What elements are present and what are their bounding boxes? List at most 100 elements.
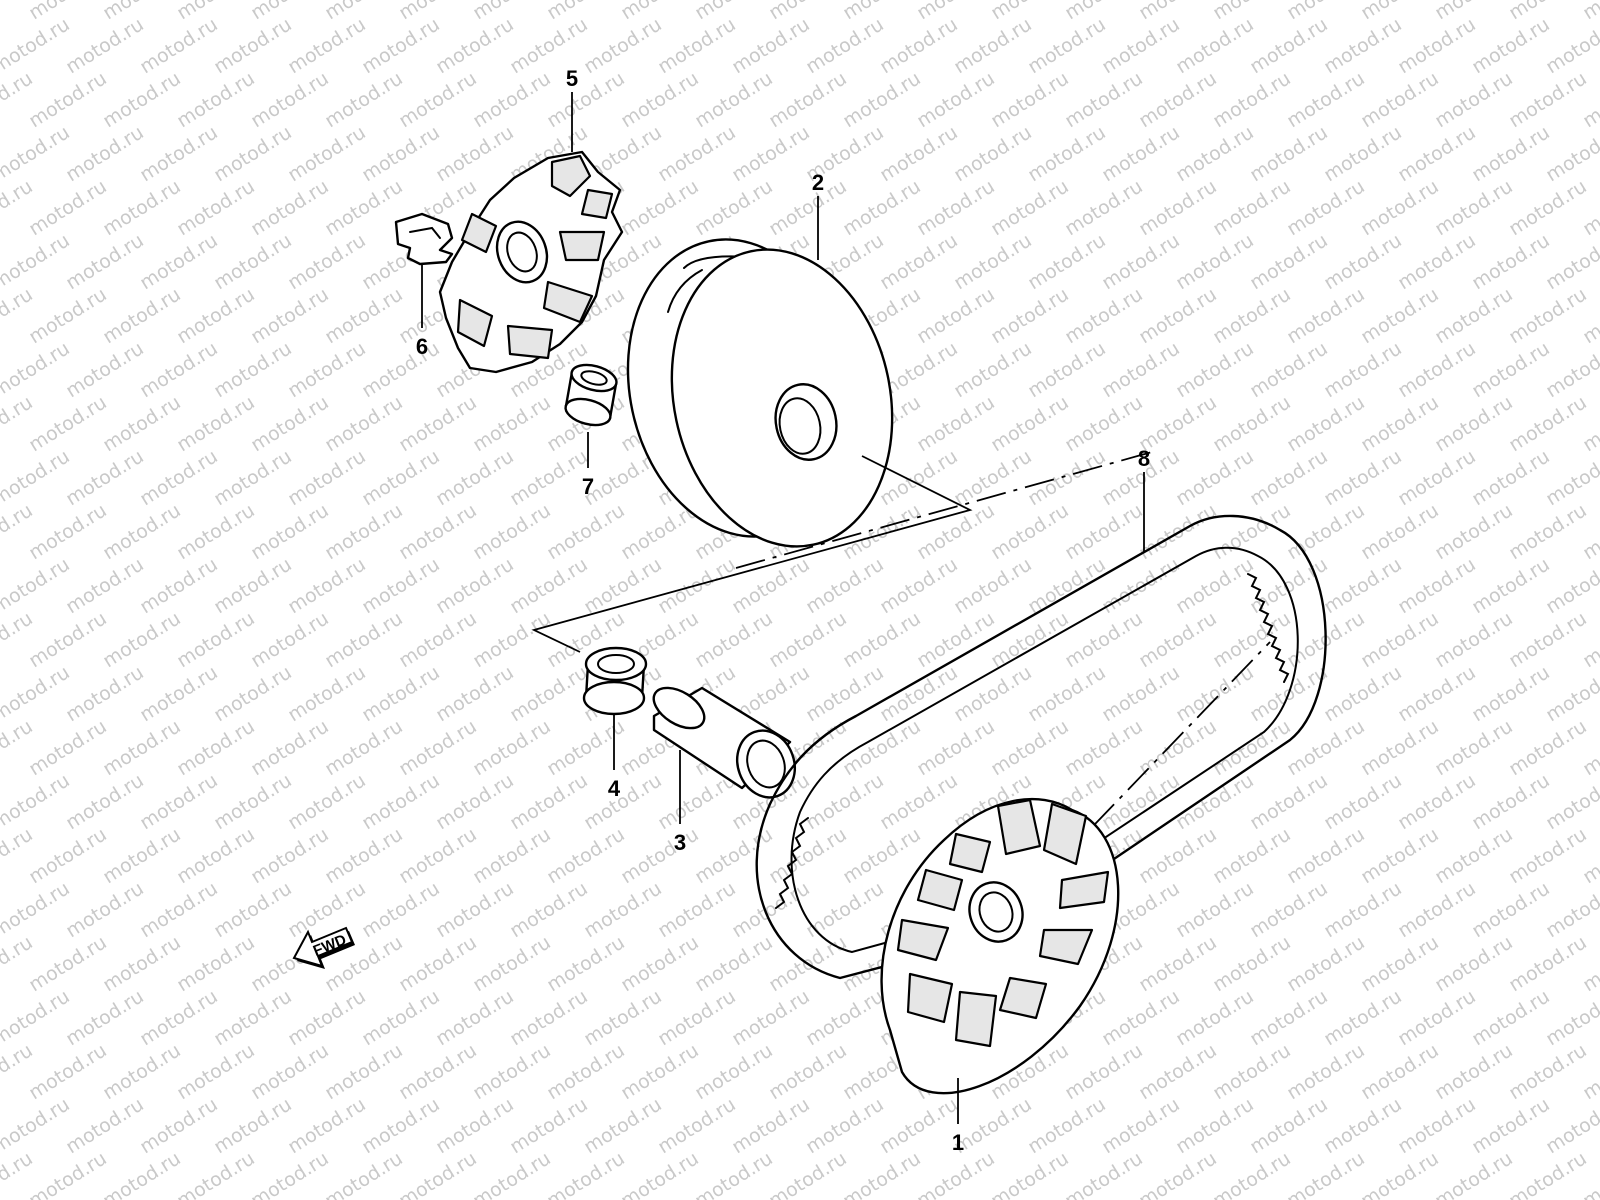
watermark-text: motod.ru xyxy=(1357,0,1443,24)
watermark-text: motod.ru xyxy=(1505,715,1591,780)
watermark-text: motod.ru xyxy=(395,1039,481,1104)
watermark-text: motod.ru xyxy=(62,1093,148,1158)
watermark-text: motod.ru xyxy=(839,607,925,672)
watermark-text: motod.ru xyxy=(765,823,851,888)
watermark-text: motod.ru xyxy=(543,67,629,132)
watermark-text: motod.ru xyxy=(1061,715,1147,780)
watermark-text: motod.ru xyxy=(469,715,555,780)
watermark-text: motod.ru xyxy=(1431,607,1517,672)
watermark-text: motod.ru xyxy=(99,607,185,672)
watermark-text: motod.ru xyxy=(691,931,777,996)
watermark-text: motod.ru xyxy=(1505,931,1591,996)
watermark-text: motod.ru xyxy=(1505,1039,1591,1104)
watermark-text: motod.ru xyxy=(395,499,481,564)
part-6-slide-piece xyxy=(394,212,454,266)
watermark-text: motod.ru xyxy=(1357,391,1443,456)
callout-5: 5 xyxy=(566,66,578,91)
watermark-text: motod.ru xyxy=(321,67,407,132)
watermark-text: motod.ru xyxy=(321,607,407,672)
watermark-text: motod.ru xyxy=(136,553,222,618)
watermark-text: motod.ru xyxy=(765,175,851,240)
watermark-text: motod.ru xyxy=(1283,0,1369,24)
watermark-text: motod.ru xyxy=(62,985,148,1050)
watermark-text: motod.ru xyxy=(506,13,592,78)
part-1-fixed-drive-face xyxy=(880,797,1120,1095)
watermark-text: motod.ru xyxy=(1283,931,1369,996)
watermark-text: motod.ru xyxy=(876,661,962,726)
watermark-text: motod.ru xyxy=(210,553,296,618)
watermark-text: motod.ru xyxy=(173,67,259,132)
watermark-text: motod.ru xyxy=(1209,391,1295,456)
callout-7: 7 xyxy=(582,474,594,499)
watermark-text: motod.ru xyxy=(1024,661,1110,726)
watermark-text: motod.ru xyxy=(173,823,259,888)
watermark-text: motod.ru xyxy=(210,985,296,1050)
watermark-text: motod.ru xyxy=(210,229,296,294)
watermark-text: motod.ru xyxy=(802,985,888,1050)
watermark-text: motod.ru xyxy=(506,985,592,1050)
watermark-text: motod.ru xyxy=(1246,985,1332,1050)
watermark-text: motod.ru xyxy=(839,0,925,24)
watermark-text: motod.ru xyxy=(1024,1093,1110,1158)
watermark-text: motod.ru xyxy=(1135,67,1221,132)
watermark-text: motod.ru xyxy=(802,1093,888,1158)
watermark-text: motod.ru xyxy=(136,121,222,186)
callout-1: 1 xyxy=(952,1130,964,1155)
watermark-text: motod.ru xyxy=(1246,229,1332,294)
watermark-text: motod.ru xyxy=(1431,1039,1517,1104)
watermark-text: motod.ru xyxy=(1357,1147,1443,1200)
watermark-text: motod.ru xyxy=(1098,13,1184,78)
watermark-text: motod.ru xyxy=(247,1147,333,1200)
watermark-text: motod.ru xyxy=(173,607,259,672)
watermark-text: motod.ru xyxy=(765,1147,851,1200)
watermark-text: motod.ru xyxy=(1061,175,1147,240)
watermark-text: motod.ru xyxy=(210,445,296,510)
watermark-text: motod.ru xyxy=(469,823,555,888)
watermark-text: motod.ru xyxy=(617,175,703,240)
watermark-text: motod.ru xyxy=(25,0,111,24)
watermark-text: motod.ru xyxy=(876,769,962,834)
watermark-text: motod.ru xyxy=(1357,67,1443,132)
projection-line xyxy=(531,455,973,653)
watermark-text: motod.ru xyxy=(1505,823,1591,888)
watermark-text: motod.ru xyxy=(691,1147,777,1200)
watermark-text: motod.ru xyxy=(1431,715,1517,780)
watermark-text: motod.ru xyxy=(1283,283,1369,348)
watermark-text: motod.ru xyxy=(62,229,148,294)
watermark-text: motod.ru xyxy=(1209,0,1295,24)
watermark-text: motod.ru xyxy=(247,1039,333,1104)
watermark-text: motod.ru xyxy=(321,1039,407,1104)
watermark-text: motod.ru xyxy=(1320,661,1406,726)
watermark-text: motod.ru xyxy=(876,553,962,618)
watermark-text: motod.ru xyxy=(1468,337,1554,402)
watermark-text: motod.ru xyxy=(1394,337,1480,402)
watermark-text: motod.ru xyxy=(173,175,259,240)
watermark-text: motod.ru xyxy=(1357,607,1443,672)
watermark-text: motod.ru xyxy=(1283,823,1369,888)
watermark-text: motod.ru xyxy=(210,661,296,726)
watermark-text: motod.ru xyxy=(1172,121,1258,186)
watermark-text: motod.ru xyxy=(1061,283,1147,348)
watermark-text: motod.ru xyxy=(25,175,111,240)
watermark-text: motod.ru xyxy=(210,769,296,834)
watermark-text: motod.ru xyxy=(1505,607,1591,672)
watermark-text: motod.ru xyxy=(654,877,740,942)
watermark-text: motod.ru xyxy=(1431,0,1517,24)
watermark-text: motod.ru xyxy=(173,1039,259,1104)
watermark-text: motod.ru xyxy=(1209,67,1295,132)
watermark-text: motod.ru xyxy=(1431,823,1517,888)
watermark-text: motod.ru xyxy=(913,283,999,348)
watermark-text: motod.ru xyxy=(950,229,1036,294)
leader-lines xyxy=(421,92,1145,1124)
watermark-text: motod.ru xyxy=(136,661,222,726)
watermark-text: motod.ru xyxy=(358,553,444,618)
watermark-text: motod.ru xyxy=(284,1093,370,1158)
watermark-text: motod.ru xyxy=(839,67,925,132)
watermark-text: motod.ru xyxy=(1246,337,1332,402)
watermark-text: motod.ru xyxy=(1431,391,1517,456)
watermark-text: motod.ru xyxy=(1024,337,1110,402)
watermark-text: motod.ru xyxy=(210,121,296,186)
watermark-text: motod.ru xyxy=(1246,769,1332,834)
watermark-text: motod.ru xyxy=(1172,985,1258,1050)
